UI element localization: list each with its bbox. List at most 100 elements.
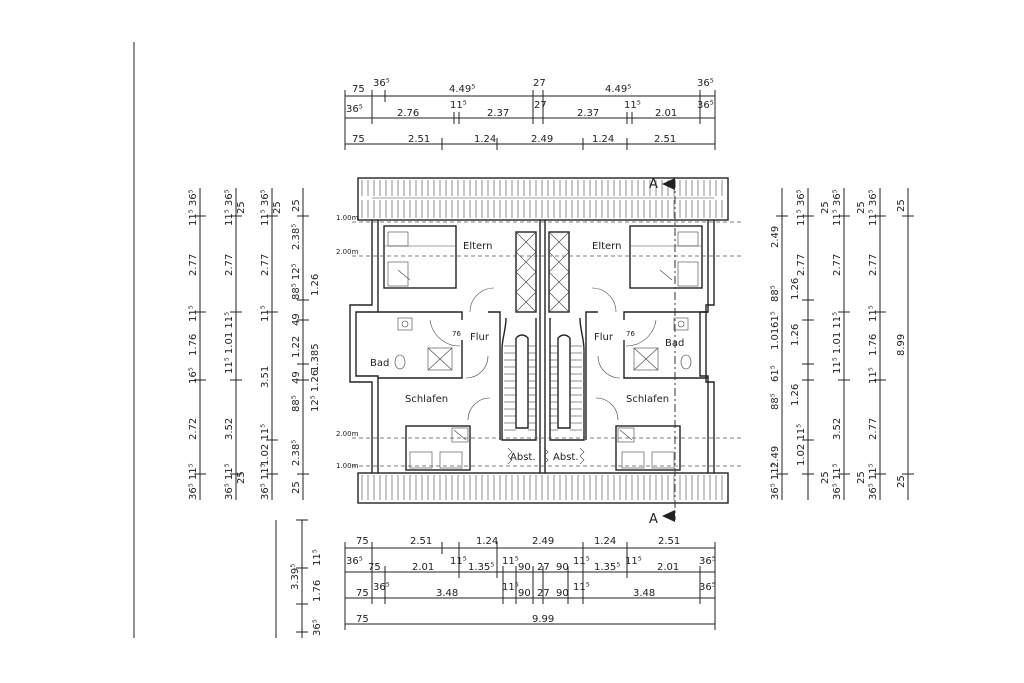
bot-dim-1-4: 2.49 — [532, 536, 554, 547]
roof-strip-bottom — [357, 472, 729, 504]
bot-dim-2-7: 90 — [518, 562, 531, 573]
top-dim-2-6: 2.37 — [577, 108, 599, 119]
right-c3-6: 11⁵ — [868, 367, 879, 384]
right-c1-3: 2.77 — [796, 254, 807, 276]
top-dim-3-4: 2.49 — [531, 134, 553, 145]
top-dim-3-6: 2.51 — [654, 134, 676, 145]
top-dim-1-6: 36⁵ — [697, 78, 714, 89]
left-c4-2: 2.38⁵ — [291, 224, 302, 250]
left-c4-8: 49 — [291, 371, 302, 384]
top-dimension-chains: 75 36⁵ 4.49⁵ 27 4.49⁵ 36⁵ 36⁵ 2.76 11⁵ 2… — [344, 78, 716, 150]
right-c4-2: 8.99 — [896, 334, 907, 356]
building-plan: 1.00m 2.00m 2.00m 1.00m A A Eltern Elter… — [336, 177, 742, 527]
top-dim-2-9: 36⁵ — [697, 100, 714, 111]
left-c3-4: 11⁵ — [260, 305, 271, 322]
door-width-right: 76 — [626, 330, 635, 338]
left-c4-9: 88⁵ — [291, 395, 302, 412]
left-c1-5: 11⁵ — [188, 305, 199, 322]
outer-wall-right — [705, 220, 715, 473]
bed-eltern-right — [629, 225, 703, 289]
right-c1-5: 1.26 — [790, 278, 801, 300]
bot-dim-2-12: 11⁵ — [625, 556, 642, 567]
right-c2-4: 11⁵ 1.01 11⁵ — [832, 312, 843, 374]
right-c1-7: 1.01 — [770, 328, 781, 350]
right-c1-13: 1.02 11⁵ — [796, 424, 807, 466]
right-c2-6: 25 — [820, 471, 831, 484]
left-c2-2: 25 — [236, 471, 247, 484]
right-c1-2: 11⁵ 36⁵ — [796, 189, 807, 226]
left-extra-2: 11⁵ — [312, 549, 323, 566]
left-dimension-chains: 36⁵ 11⁵ 2.72 16⁵ 1.76 11⁵ 2.77 11⁵ 36⁵ 3… — [188, 188, 321, 500]
left-c3-5: 2.77 — [260, 254, 271, 276]
right-c3-1: 11⁵ 36⁵ — [868, 189, 879, 226]
left-c3-1: 36⁵ 11⁵ — [260, 463, 271, 500]
room-eltern-right: Eltern — [592, 241, 621, 252]
left-c4-10: 12⁵ 1.26 — [310, 370, 321, 412]
top-dim-1-3: 4.49⁵ — [449, 84, 475, 95]
left-c4-12: 25 — [291, 481, 302, 494]
bottom-dimension-chains: 75 2.51 1.24 2.49 1.24 2.51 36⁵ 75 2.01 … — [275, 519, 716, 638]
bot-dim-3-8: 11⁵ — [573, 582, 590, 593]
top-dim-2-5: 27 — [534, 100, 547, 111]
bot-dim-1-6: 2.51 — [658, 536, 680, 547]
room-flur-right: Flur — [594, 332, 614, 343]
left-c2-6: 11⁵ 36⁵ — [224, 189, 235, 226]
left-c4-7: 1.22 — [291, 336, 302, 358]
bot-dim-2-11: 1.35⁵ — [594, 562, 620, 573]
top-dim-1-1: 75 — [352, 84, 365, 95]
left-c4-11: 2.38⁵ — [291, 440, 302, 466]
right-c1-1: 2.49 — [770, 226, 781, 248]
room-abst-left: Abst. — [510, 452, 536, 463]
bot-dim-2-2: 75 — [368, 562, 381, 573]
left-c3-2: 1.02 11⁵ — [260, 424, 271, 466]
right-c4-3: 25 — [896, 475, 907, 488]
right-c2-2: 25 — [820, 201, 831, 214]
right-c2-3: 2.77 — [832, 254, 843, 276]
right-c1-14: 36⁵ 11⁵ — [770, 463, 781, 500]
bot-dim-1-2: 2.51 — [410, 536, 432, 547]
bot-dim-3-3: 3.48 — [436, 588, 458, 599]
right-c2-1: 11⁵ 36⁵ — [832, 189, 843, 226]
bot-dim-2-14: 36⁵ — [699, 556, 716, 567]
level-label-1-top: 1.00m — [336, 214, 359, 222]
top-dim-1-5: 4.49⁵ — [605, 84, 631, 95]
room-schlafen-right: Schlafen — [626, 394, 669, 405]
top-dim-3-2: 2.51 — [408, 134, 430, 145]
room-eltern-left: Eltern — [463, 241, 492, 252]
bed-eltern-left — [383, 225, 457, 289]
left-extra-4: 36⁵ — [312, 619, 323, 636]
left-c1-2: 2.72 — [188, 418, 199, 440]
top-dim-2-2: 2.76 — [397, 108, 419, 119]
left-c1-6: 2.77 — [188, 254, 199, 276]
top-dim-3-3: 1.24 — [474, 134, 496, 145]
left-c2-4: 11⁵ 1.01 11⁵ — [224, 312, 235, 374]
bath-fixtures-right — [633, 317, 692, 371]
left-c1-1: 36⁵ 11⁵ — [188, 463, 199, 500]
right-c3-2: 25 — [856, 201, 867, 214]
left-c3-6: 11⁵ 36⁵ — [260, 189, 271, 226]
bot-dim-2-4: 11⁵ — [450, 556, 467, 567]
right-c2-5: 3.52 — [832, 418, 843, 440]
bot-dim-2-6: 11⁵ — [502, 556, 519, 567]
left-c4-4: 49 — [291, 313, 302, 326]
bot-dim-2-8: 27 — [537, 562, 550, 573]
right-c3-4: 11⁵ — [868, 305, 879, 322]
left-c4-1: 25 — [291, 199, 302, 212]
bed-schlafen-left — [405, 425, 471, 471]
right-c1-12: 2.49 — [770, 446, 781, 468]
left-c4-6: 1.385 — [310, 343, 321, 372]
section-mark-top: A — [649, 177, 658, 192]
left-c2-5: 2.77 — [224, 254, 235, 276]
bot-dim-3-6: 27 — [537, 588, 550, 599]
right-c3-5: 1.76 — [868, 334, 879, 356]
right-dimension-chains: 2.49 11⁵ 36⁵ 2.77 88⁵ 1.26 61⁵ 1.01 1.26… — [770, 188, 914, 500]
right-c1-9: 61⁵ — [770, 365, 781, 382]
left-c4-5: 88⁵ 12⁵ — [291, 263, 302, 300]
left-c2-1: 36⁵ 11⁵ — [224, 463, 235, 500]
bed-schlafen-right — [615, 425, 681, 471]
bot-dim-3-2: 36⁵ — [373, 582, 390, 593]
left-c1-3: 16⁵ — [188, 367, 199, 384]
bot-dim-2-9: 90 — [556, 562, 569, 573]
bot-dim-1-3: 1.24 — [476, 536, 498, 547]
top-dim-2-1: 36⁵ — [346, 104, 363, 115]
